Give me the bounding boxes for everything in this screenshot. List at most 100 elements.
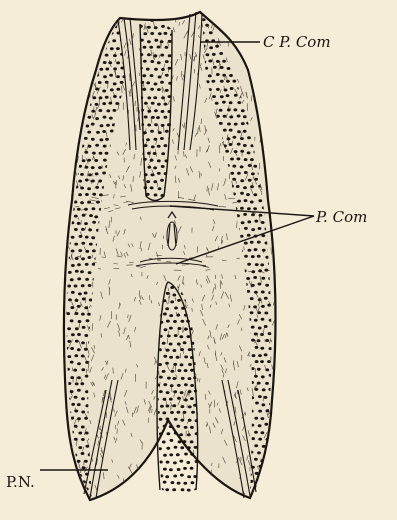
dot: [165, 46, 169, 49]
dot: [222, 60, 226, 63]
dot: [272, 73, 276, 76]
dot: [248, 164, 252, 167]
dot: [251, 172, 255, 175]
dot: [171, 481, 175, 484]
dot: [220, 26, 224, 29]
dot: [60, 438, 64, 441]
dot: [234, 150, 238, 153]
fiber-stroke: [208, 486, 210, 493]
dot: [265, 382, 269, 385]
dot: [77, 208, 81, 211]
dot: [174, 334, 178, 337]
dot: [257, 368, 261, 371]
dot: [116, 61, 120, 64]
dot: [95, 47, 99, 50]
dot: [247, 52, 251, 55]
dot: [113, 109, 117, 112]
dot: [244, 255, 248, 258]
dot: [160, 474, 164, 477]
dot: [105, 138, 109, 141]
dot: [67, 144, 71, 147]
dot: [80, 201, 84, 204]
fiber-stroke: [66, 110, 68, 115]
dot: [230, 158, 234, 161]
dot: [71, 53, 75, 56]
dot: [247, 234, 251, 237]
dot: [267, 446, 271, 449]
dot: [102, 130, 106, 133]
dot: [82, 298, 86, 301]
dot: [265, 465, 269, 468]
fiber-stroke: [144, 478, 145, 485]
dot: [241, 122, 245, 125]
dot: [60, 187, 64, 190]
dot: [87, 159, 91, 162]
dot: [61, 103, 65, 106]
dot: [71, 167, 75, 170]
dot: [91, 110, 95, 113]
dot: [60, 467, 64, 470]
dot: [157, 172, 161, 175]
dot: [271, 185, 275, 188]
dot: [169, 453, 173, 456]
dot: [261, 221, 265, 224]
dot: [158, 32, 162, 35]
dot: [82, 46, 86, 49]
dot: [255, 388, 259, 391]
dot: [205, 486, 209, 489]
dot: [63, 82, 67, 85]
fiber-stroke: [273, 405, 275, 412]
dot: [74, 60, 78, 63]
fiber-stroke: [62, 95, 64, 102]
fiber-stroke: [71, 66, 73, 71]
fiber-stroke: [92, 13, 93, 18]
dot: [95, 18, 99, 21]
dot: [96, 131, 100, 134]
dot: [113, 95, 117, 98]
dot: [154, 123, 158, 126]
dot: [77, 376, 81, 379]
dot: [191, 411, 195, 414]
fiber-stroke: [64, 243, 66, 247]
dot: [64, 166, 68, 169]
dot: [240, 207, 244, 210]
fiber-stroke: [179, 449, 181, 457]
dot: [170, 411, 174, 414]
dot: [165, 307, 169, 310]
dot: [113, 67, 117, 70]
dot: [227, 67, 231, 70]
dot: [265, 339, 269, 342]
dot: [184, 399, 188, 402]
dot: [84, 222, 88, 225]
dot: [70, 306, 74, 309]
dot: [71, 403, 75, 406]
dot: [213, 66, 217, 69]
dot: [187, 475, 191, 478]
dot: [248, 179, 252, 182]
dot: [233, 136, 237, 139]
dot: [89, 46, 93, 49]
dot: [254, 319, 258, 322]
dot: [190, 453, 194, 456]
dot: [265, 368, 269, 371]
dot: [153, 180, 157, 183]
dot: [105, 152, 109, 155]
dot: [255, 472, 259, 475]
dot: [147, 124, 151, 127]
dot: [105, 68, 109, 71]
dot: [150, 74, 154, 77]
dot: [81, 397, 85, 400]
dot: [254, 444, 258, 447]
dot: [257, 493, 261, 496]
dot: [219, 122, 223, 125]
dot: [164, 116, 168, 119]
dot: [99, 109, 103, 112]
dot: [123, 495, 127, 498]
dot: [234, 108, 238, 111]
dot: [98, 166, 102, 169]
dot: [71, 264, 75, 267]
fiber-stroke: [99, 11, 100, 14]
dot: [169, 425, 173, 428]
dot: [106, 124, 110, 127]
dot: [275, 249, 279, 252]
